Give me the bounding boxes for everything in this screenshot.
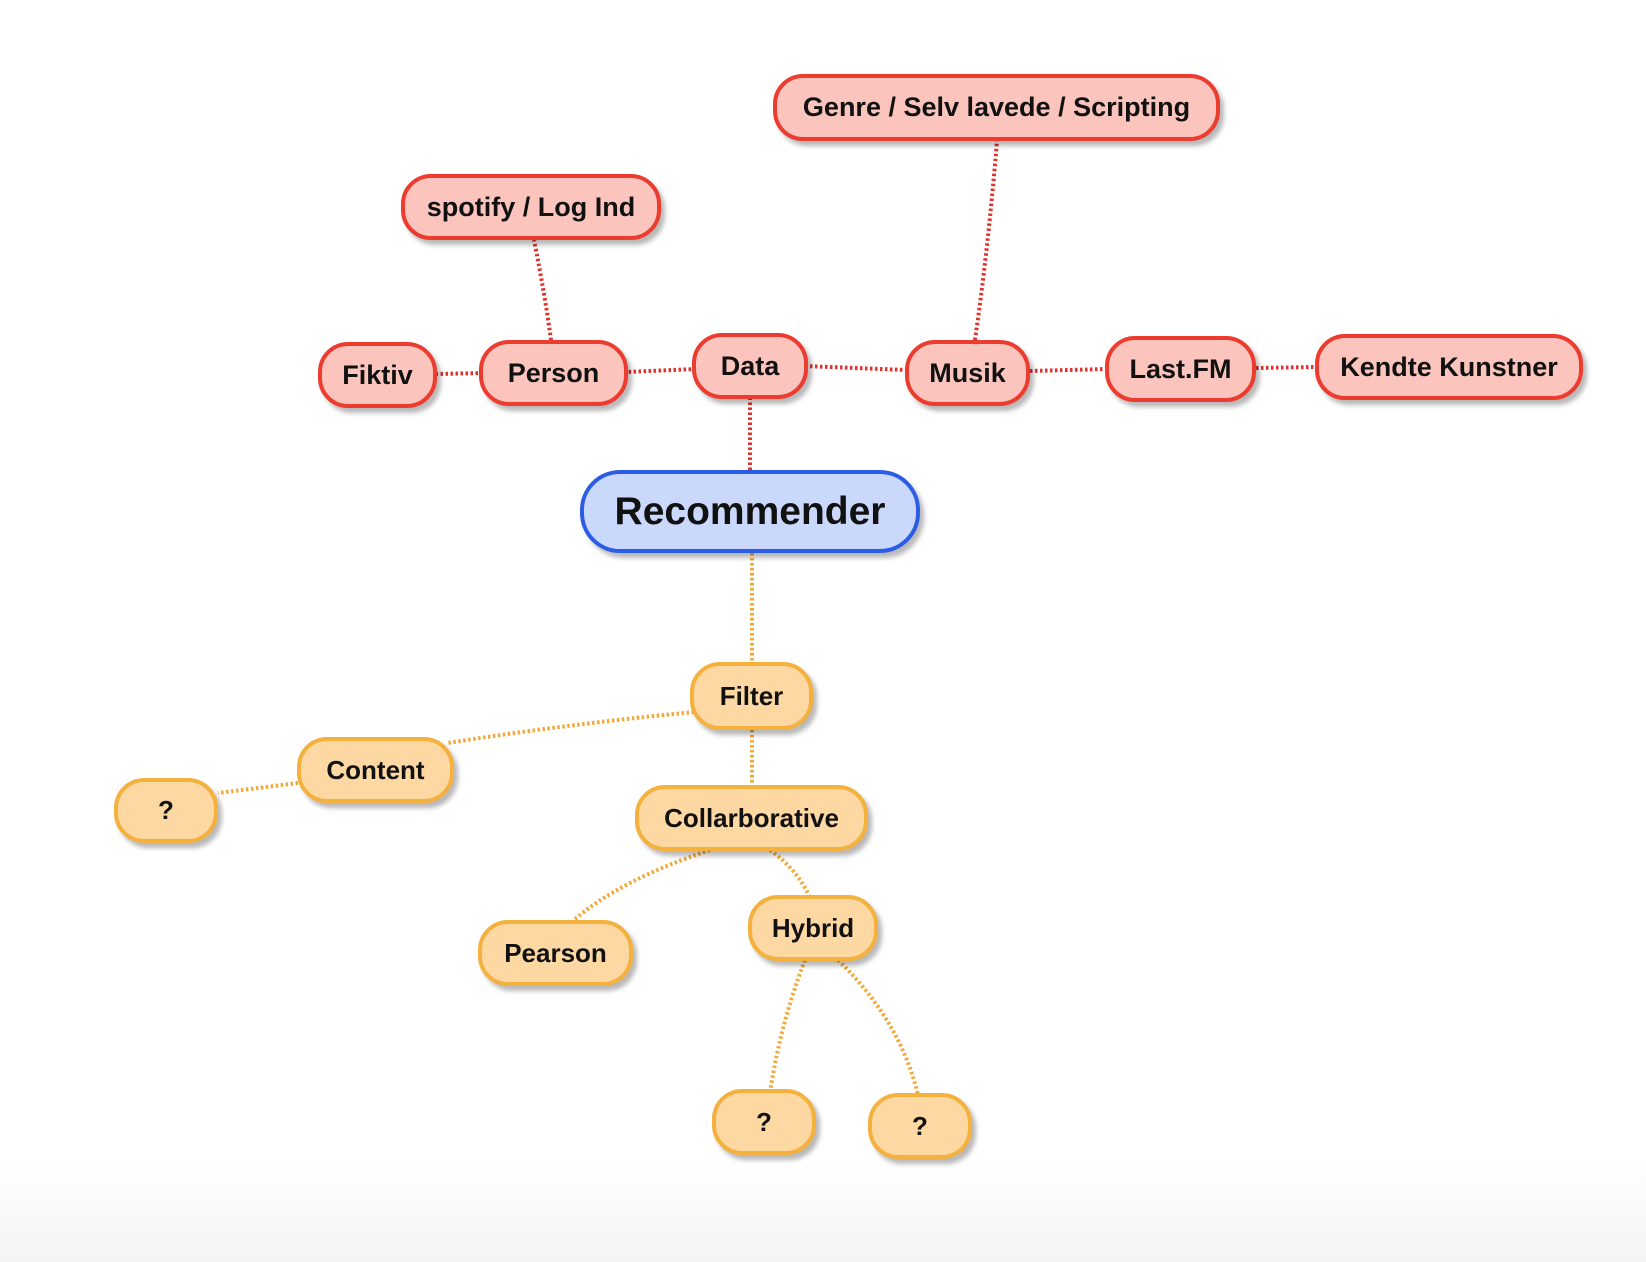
node-lastfm[interactable]: Last.FM bbox=[1105, 336, 1256, 402]
link-filter-content bbox=[447, 710, 695, 745]
link-data-person bbox=[625, 367, 697, 374]
node-fiktiv-label: Fiktiv bbox=[342, 359, 413, 390]
link-content-q bbox=[217, 781, 299, 795]
node-data-label: Data bbox=[720, 350, 780, 381]
node-collaborative-label: Collarborative bbox=[664, 802, 839, 833]
node-person[interactable]: Person bbox=[479, 340, 628, 406]
node-pearson-label: Pearson bbox=[504, 937, 607, 968]
node-fiktiv[interactable]: Fiktiv bbox=[318, 342, 437, 408]
node-collaborative[interactable]: Collarborative bbox=[635, 785, 868, 851]
node-filter-label: Filter bbox=[719, 680, 784, 711]
node-hybrid-question-2[interactable]: ? bbox=[868, 1093, 972, 1159]
node-kendte-label: Kendte Kunstner bbox=[1340, 351, 1558, 382]
node-spotify[interactable]: spotify / Log Ind bbox=[401, 174, 661, 240]
link-hybrid-q2 bbox=[836, 958, 920, 1096]
node-content-question[interactable]: ? bbox=[114, 778, 218, 843]
link-musik-lastfm bbox=[1029, 367, 1108, 373]
link-lastfm-kendte bbox=[1255, 365, 1318, 370]
node-data[interactable]: Data bbox=[692, 333, 808, 399]
link-collab-pearson bbox=[572, 848, 711, 922]
node-content[interactable]: Content bbox=[297, 737, 454, 803]
node-hybrid-label: Hybrid bbox=[771, 912, 855, 943]
node-genre[interactable]: Genre / Selv lavede / Scripting bbox=[773, 74, 1220, 141]
node-content-question-label: ? bbox=[158, 795, 174, 825]
link-data-musik bbox=[804, 364, 907, 372]
node-musik[interactable]: Musik bbox=[905, 340, 1030, 406]
link-person-fiktiv bbox=[436, 371, 484, 376]
link-hybrid-q1 bbox=[768, 959, 807, 1094]
node-kendte[interactable]: Kendte Kunstner bbox=[1315, 334, 1583, 400]
node-musik-label: Musik bbox=[929, 357, 1006, 388]
node-person-label: Person bbox=[507, 357, 600, 388]
node-lastfm-label: Last.FM bbox=[1129, 353, 1232, 384]
node-filter[interactable]: Filter bbox=[690, 662, 813, 730]
node-pearson[interactable]: Pearson bbox=[478, 920, 633, 986]
node-recommender-label: Recommender bbox=[614, 489, 886, 533]
node-content-label: Content bbox=[326, 754, 425, 785]
link-person-spotify bbox=[532, 239, 553, 341]
node-genre-label: Genre / Selv lavede / Scripting bbox=[802, 92, 1191, 122]
link-collab-hybrid bbox=[768, 848, 812, 899]
node-hybrid-question-2-label: ? bbox=[912, 1110, 928, 1141]
node-hybrid-question-1-label: ? bbox=[756, 1106, 772, 1137]
node-recommender[interactable]: Recommender bbox=[580, 470, 920, 553]
link-musik-genre bbox=[973, 140, 999, 341]
node-hybrid-question-1[interactable]: ? bbox=[712, 1089, 816, 1155]
node-spotify-label: spotify / Log Ind bbox=[426, 191, 636, 222]
node-hybrid[interactable]: Hybrid bbox=[748, 895, 878, 961]
